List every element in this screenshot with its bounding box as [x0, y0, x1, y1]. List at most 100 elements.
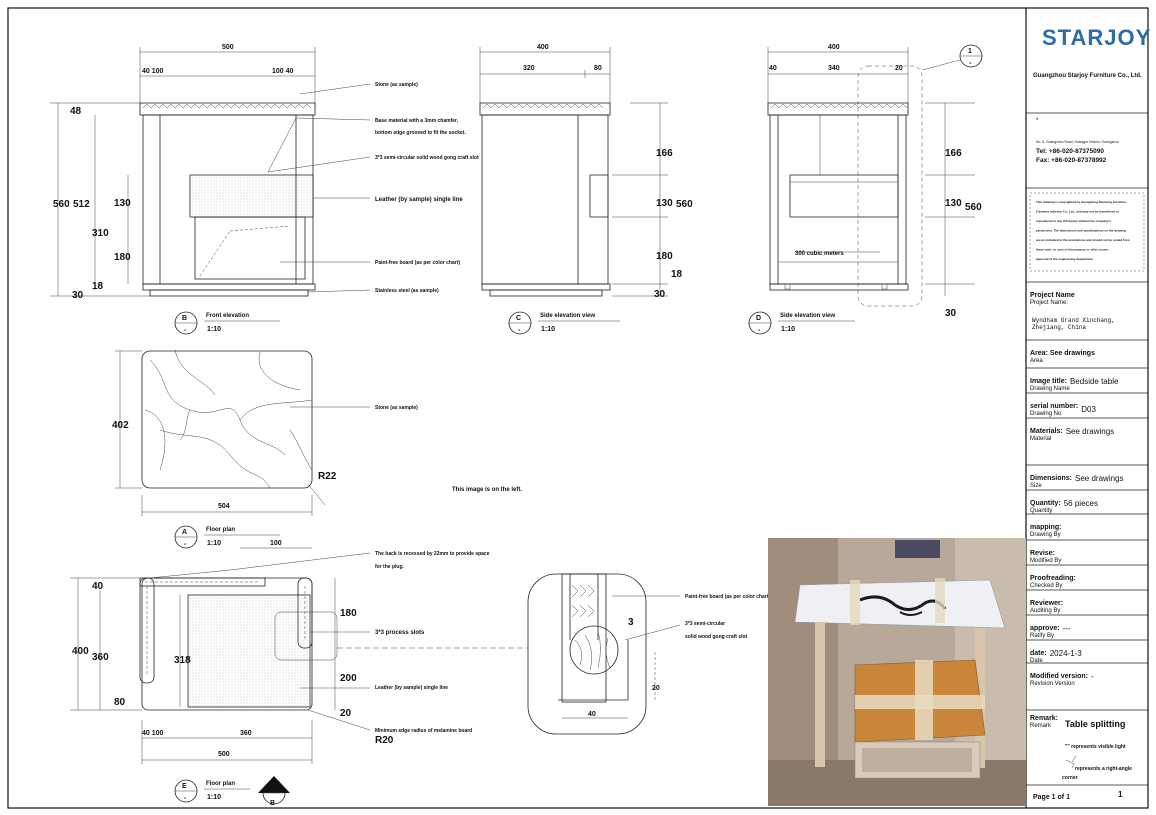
- front-scale: 1:10: [207, 326, 221, 333]
- plan-a-note-stone: Stone (as sample): [375, 405, 418, 411]
- titleblock-field-sub: Size: [1030, 483, 1042, 489]
- copyright-line: Furniture Industry Co., Ltd., and may no…: [1036, 210, 1120, 214]
- titleblock-field-value: Wyndham Grand Xinchang,Zhejiang, China: [1032, 317, 1115, 331]
- titleblock-field-label: Image title:: [1030, 378, 1067, 385]
- front-dim-180: 180: [114, 252, 131, 263]
- side-d-dim-340: 340: [828, 65, 840, 72]
- plan-e-note-leather: Leather (by sample) single line: [375, 685, 448, 691]
- side-c-dim-80: 80: [594, 65, 602, 72]
- plan-e-note-recess-1: The back is recessed by 22mm to provide …: [375, 551, 490, 557]
- plan-e-dim-40-100: 40 100: [142, 730, 164, 737]
- front-bubble-sub: -: [184, 327, 187, 334]
- copyright-line: reproduced to any third party without th…: [1036, 219, 1111, 223]
- detail-1: Paint-free board (as per color chart) 3*…: [527, 573, 770, 735]
- front-dim-left: 40 100: [142, 68, 164, 75]
- front-dim-48: 48: [70, 106, 82, 117]
- plan-e-dim-180: 180: [340, 608, 357, 619]
- front-dim-18: 18: [92, 281, 104, 292]
- titleblock-field-value: -: [1091, 672, 1094, 681]
- titleblock-field-label: Materials:: [1030, 428, 1063, 435]
- legend-visible-light: "" represents visible light: [1065, 744, 1126, 750]
- sheet-border: [7, 7, 1149, 809]
- detail-note-slot-2: solid wood gong craft slot: [685, 634, 748, 640]
- copyright-line: are as indicated in the annotations and …: [1036, 238, 1130, 242]
- company-fax: Fax: +86-020-87378992: [1036, 157, 1107, 164]
- plan-e-bubble-letter: E: [182, 783, 187, 790]
- plan-e-dim-318: 318: [174, 655, 191, 666]
- plan-a-dim-402: 402: [112, 420, 129, 431]
- plan-a-radius: R22: [318, 471, 337, 482]
- plan-e-dim-40: 40: [92, 581, 104, 592]
- titleblock-field-sub: Project Name:: [1030, 300, 1068, 306]
- side-c-dim-400: 400: [537, 44, 549, 51]
- plan-e-note-radius: Minimum edge radius of melamine board: [375, 728, 472, 734]
- titleblock-field-label: Dimensions:: [1030, 475, 1072, 482]
- titleblock-field-label: serial number:: [1030, 403, 1078, 410]
- titleblock-field-label: Proofreading:: [1030, 575, 1076, 582]
- copyright-line: these units. In case of discrepancy or o…: [1036, 248, 1109, 252]
- plan-a-bubble-letter: A: [182, 529, 187, 536]
- remark-label: Remark:: [1030, 715, 1058, 722]
- front-note-chamfer-2: bottom edge grooved to fit the socket.: [375, 130, 466, 136]
- plan-e-dim-200: 200: [340, 673, 357, 684]
- front-note-board: Paint-free board (as per color chart): [375, 260, 460, 266]
- side-d-bubble-sub: -: [758, 327, 761, 334]
- plan-a-title: Floor plan: [206, 527, 235, 533]
- side-d-dim-130: 130: [945, 198, 962, 209]
- plan-e-dim-20: 20: [340, 708, 352, 719]
- titleblock-field-sub: Area: [1030, 358, 1043, 364]
- front-dim-width: 500: [222, 44, 234, 51]
- address-star: *: [1036, 118, 1039, 124]
- titleblock-field-sub: Revision Version: [1030, 681, 1075, 687]
- plan-e-dim-80: 80: [114, 697, 126, 708]
- titleblock-field-sub: Material: [1030, 436, 1051, 442]
- titleblock-field-sub: Checked By: [1030, 583, 1062, 589]
- side-d-dim-40: 40: [769, 65, 777, 72]
- page-number: 1: [1118, 790, 1123, 799]
- front-title: Front elevation: [206, 313, 249, 319]
- side-c-bubble-letter: C: [516, 315, 521, 322]
- titleblock-field-label: Reviewer:: [1030, 600, 1063, 607]
- side-c-dim-560: 560: [676, 199, 693, 210]
- side-c-dim-30: 30: [654, 289, 666, 300]
- side-c-title: Side elevation view: [540, 313, 595, 319]
- side-d-dim-166: 166: [945, 148, 962, 159]
- plan-e-dim-360: 360: [92, 652, 109, 663]
- company-name: Guangzhou Starjoy Furniture Co., Ltd.: [1033, 73, 1142, 79]
- side-d-dim-30: 30: [945, 308, 957, 319]
- side-d-dim-560: 560: [965, 202, 982, 213]
- titleblock-field-label: Modified version:: [1030, 673, 1088, 680]
- titleblock-field-label: Revise:: [1030, 550, 1055, 557]
- titleblock-field-label: mapping:: [1030, 524, 1062, 531]
- reference-photo: [768, 538, 1026, 806]
- plan-e-title: Floor plan: [206, 781, 235, 787]
- page-indicator: Page 1 of 1: [1033, 794, 1070, 801]
- titleblock-field-value: 2024-1-3: [1050, 649, 1083, 658]
- side-d-inner-label: 300 cubic meters: [795, 251, 844, 257]
- floor-plan-a: 402 504 R22 Stone (as sample) This image…: [112, 349, 522, 549]
- side-d-detail-num: 1: [968, 48, 972, 55]
- front-elevation: 500 40 100 100 40 48 560 512 310 130 180…: [50, 44, 479, 335]
- titleblock-field-sub: Modified By: [1030, 558, 1061, 564]
- plan-a-center-note: This image is on the left.: [452, 487, 522, 493]
- titleblock-field-value: D03: [1081, 405, 1096, 414]
- titleblock-field-sub: Drawing No: [1030, 411, 1062, 417]
- titleblock-field-value: Bedside table: [1070, 377, 1119, 386]
- side-c-bubble-sub: -: [518, 327, 521, 334]
- front-note-leather: Leather (by sample) single line: [375, 197, 463, 203]
- plan-e-note-slots: 3*3 process slots: [375, 630, 425, 636]
- floor-plan-e: The back is recessed by 22mm to provide …: [70, 540, 528, 807]
- titleblock-field-sub: Auditing By: [1030, 608, 1060, 614]
- titleblock-field-value: ---: [1063, 624, 1071, 633]
- brand-logo: STARJOY: [1042, 25, 1151, 50]
- side-d-detail-sub: -: [969, 60, 972, 67]
- detail-dim-20: 20: [652, 685, 660, 692]
- side-c-dim-180: 180: [656, 251, 673, 262]
- side-d-scale: 1:10: [781, 326, 795, 333]
- titleblock-field-sub: Drawing Name: [1030, 386, 1070, 392]
- titleblock-field-sub: Quantity: [1030, 508, 1052, 514]
- copyright-line: approval of the engineering department.: [1036, 257, 1094, 261]
- side-c-scale: 1:10: [541, 326, 555, 333]
- titleblock-field-value: See drawings: [1075, 474, 1123, 483]
